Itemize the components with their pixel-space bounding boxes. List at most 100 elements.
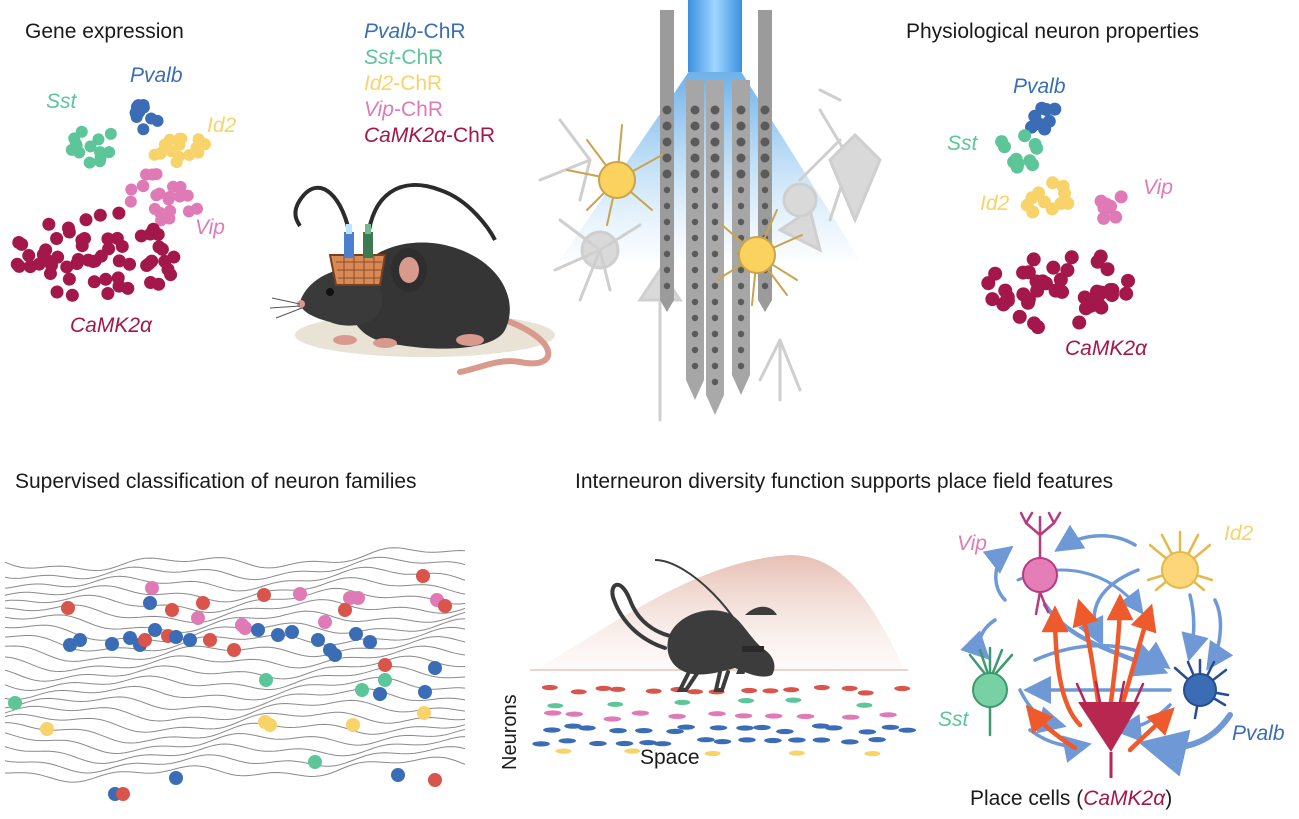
scatter-dot [1007, 155, 1021, 169]
scatter-dot [104, 127, 117, 140]
probe-site [711, 282, 719, 290]
trace-line [4, 610, 466, 633]
scatter-dot [1094, 194, 1108, 208]
scatter-dot [417, 706, 431, 720]
activity-dash [635, 728, 653, 734]
scatter-dot [163, 133, 176, 146]
scatter-dot [81, 253, 95, 267]
probe-site [691, 266, 699, 274]
scatter-dot [1029, 274, 1044, 289]
gene-id2-label: Id2 [207, 114, 237, 137]
scatter-dot [143, 596, 157, 610]
probe-site [663, 234, 671, 242]
probe-site [662, 121, 672, 131]
activity-dash [762, 688, 779, 694]
probe-site [711, 218, 719, 226]
scatter-dot [94, 151, 107, 164]
scatter-dot [12, 235, 26, 249]
probe-site [663, 186, 671, 194]
activity-dash [674, 699, 691, 706]
scatter-dot [428, 661, 442, 675]
scatter-dot [143, 227, 157, 241]
scatter-dot [985, 292, 1000, 307]
scatter-dot [62, 272, 76, 286]
scatter-dot [1114, 190, 1128, 204]
scatter-dot [1026, 252, 1041, 267]
scatter-dot [996, 297, 1011, 312]
phys-id2-label: Id2 [980, 192, 1010, 215]
scatter-dot [311, 633, 325, 647]
activity-dash [564, 723, 582, 729]
scatter-dot [103, 146, 116, 159]
scatter-dot [83, 156, 96, 169]
scatter-dot [170, 156, 183, 169]
trace-line [4, 577, 466, 603]
activity-dash [687, 689, 703, 695]
scatter-dot [10, 257, 24, 271]
activity-dash [788, 737, 806, 743]
probe-site [736, 169, 746, 179]
probe-site [690, 137, 700, 147]
scatter-dot [1012, 309, 1027, 324]
probe-site [760, 153, 770, 163]
scatter-dot [173, 132, 186, 145]
activity-dash [544, 710, 562, 716]
scatter-dot [51, 250, 65, 264]
scatter-dot [1046, 176, 1060, 190]
scatter-dot [173, 190, 186, 203]
scatter-dot [363, 635, 377, 649]
probe-site [711, 250, 719, 258]
gene-sst-label: Sst [46, 90, 78, 113]
scatter-dot [148, 623, 162, 637]
scatter-dot [1016, 265, 1031, 280]
activity-dash [631, 710, 650, 716]
activity-dash [894, 685, 911, 692]
scatter-dot [1100, 262, 1115, 277]
probe-site [736, 137, 746, 147]
probe-site [761, 218, 769, 226]
scatter-dot [355, 683, 369, 697]
probe-site [691, 282, 699, 290]
scatter-dot [346, 718, 360, 732]
interneuron-title: Interneuron diversity function supports … [575, 470, 1113, 493]
physiological-scatter [981, 101, 1136, 335]
probe-site [663, 250, 671, 258]
probe-site [761, 202, 769, 210]
scatter-dot [391, 768, 405, 782]
scatter-dot [102, 242, 116, 256]
trace-line [4, 746, 466, 774]
activity-dash [565, 711, 584, 717]
scatter-dot [112, 254, 126, 268]
scatter-dot [136, 179, 149, 192]
probe-site [760, 169, 770, 179]
scatter-dot [1093, 299, 1108, 314]
circuit-pvalb-label: Pvalb [1232, 722, 1285, 745]
trace-line [4, 722, 466, 744]
probe-site [690, 153, 700, 163]
scatter-dot [145, 254, 159, 268]
trace-line [4, 645, 466, 673]
scatter-dot [1109, 210, 1123, 224]
activity-dash [609, 686, 626, 692]
scatter-dot [169, 771, 183, 785]
scatter-dot [257, 588, 271, 602]
activity-dash [868, 737, 886, 743]
scatter-dot [43, 267, 57, 281]
probe-site [737, 362, 745, 370]
legend-vip: Vip-ChR [364, 98, 443, 121]
activity-dash [532, 741, 550, 747]
scatter-dot [1104, 288, 1119, 303]
scatter-dot [1020, 198, 1034, 212]
scatter-dot [191, 611, 205, 625]
mouse-headstage-illustration [269, 183, 555, 375]
interneuron-circuit: Vip Id2 Sst Pvalb Place cells (CaMK2α) [938, 511, 1285, 810]
probe-site [711, 234, 719, 242]
probe-site [663, 282, 671, 290]
activity-dash [709, 725, 728, 731]
activity-dash [881, 724, 900, 730]
activity-dash [841, 714, 860, 720]
trace-line [4, 587, 466, 614]
probe-site [737, 202, 745, 210]
scatter-dot [1090, 254, 1105, 269]
activity-dash [704, 750, 721, 757]
